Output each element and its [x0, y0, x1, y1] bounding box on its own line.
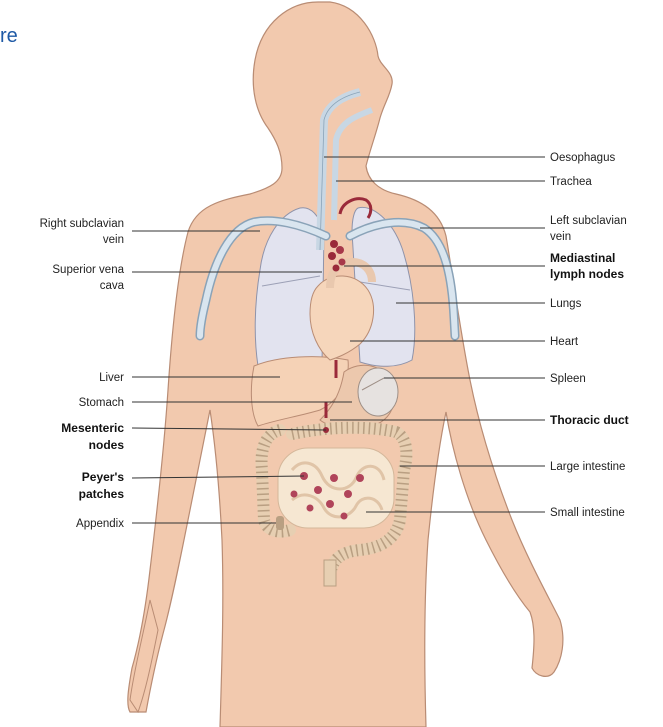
- label-right-subclavian-line2: vein: [103, 234, 124, 246]
- peyers-patch-node: [356, 474, 364, 482]
- label-heart: Heart: [550, 336, 579, 348]
- rectum: [324, 560, 336, 586]
- label-large-intestine: Large intestine: [550, 461, 625, 473]
- lymph-node: [333, 265, 340, 272]
- label-mediastinal-line2: lymph nodes: [550, 267, 624, 281]
- label-right-subclavian-line1: Right subclavian: [40, 218, 124, 230]
- label-small-intestine: Small intestine: [550, 507, 625, 519]
- peyers-patch-node: [326, 500, 334, 508]
- label-appendix: Appendix: [76, 518, 124, 530]
- spleen: [358, 368, 398, 416]
- label-peyers-line2: patches: [79, 487, 125, 501]
- peyers-patch-node: [314, 486, 322, 494]
- lymph-node: [339, 259, 346, 266]
- label-mesenteric-line1: Mesenteric: [61, 421, 124, 435]
- label-lungs: Lungs: [550, 298, 582, 310]
- appendix: [276, 516, 284, 530]
- label-spleen: Spleen: [550, 373, 586, 385]
- peyers-patch-node: [341, 513, 348, 520]
- label-left-subclavian-line1: Left subclavian: [550, 215, 627, 227]
- label-oesophagus: Oesophagus: [550, 152, 615, 164]
- label-peyers-line1: Peyer's: [82, 470, 125, 484]
- peyers-patch-node: [344, 490, 352, 498]
- peyers-patch-node: [291, 491, 298, 498]
- label-trachea: Trachea: [550, 176, 592, 188]
- lymph-node: [328, 252, 336, 260]
- left-labels: Right subclavian vein Superior vena cava…: [40, 218, 125, 530]
- label-mediastinal-line1: Mediastinal: [550, 251, 615, 265]
- right-labels: Oesophagus Trachea Left subclavian vein …: [550, 152, 629, 519]
- peyers-patch-node: [307, 505, 314, 512]
- label-liver: Liver: [99, 372, 124, 384]
- lymph-node: [330, 240, 338, 248]
- label-stomach: Stomach: [79, 397, 124, 409]
- label-left-subclavian-line2: vein: [550, 231, 571, 243]
- label-superior-vena-cava-line1: Superior vena: [52, 264, 124, 276]
- peyers-patch-node: [330, 474, 338, 482]
- label-thoracic-duct: Thoracic duct: [550, 413, 629, 427]
- lymph-node: [336, 246, 344, 254]
- label-superior-vena-cava-line2: cava: [100, 280, 125, 292]
- label-mesenteric-line2: nodes: [89, 438, 125, 452]
